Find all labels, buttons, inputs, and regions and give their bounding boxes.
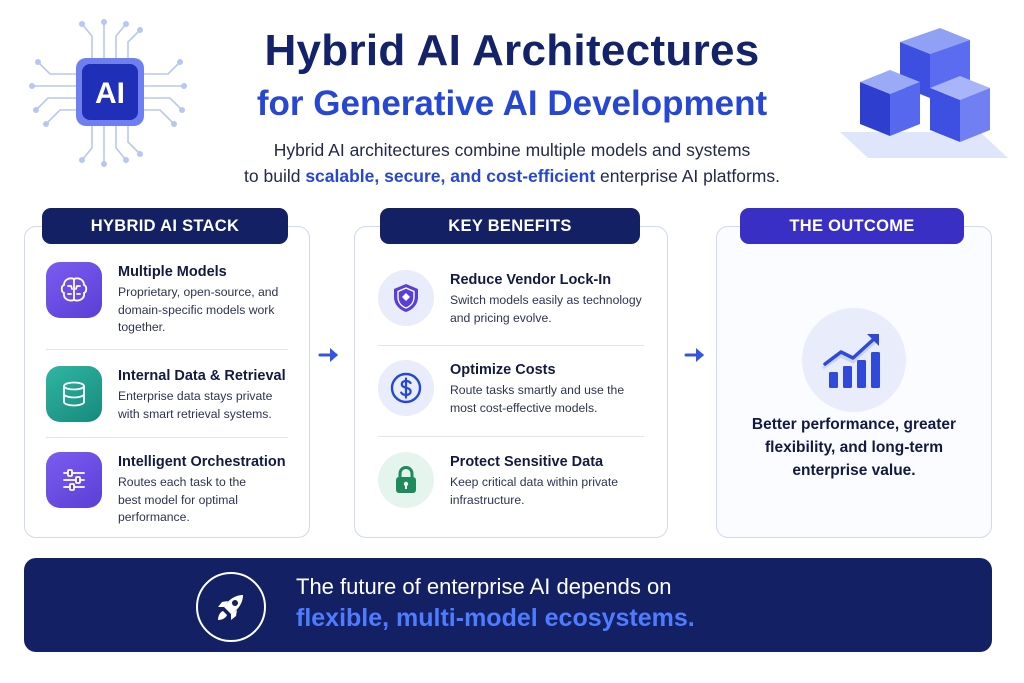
rocket-icon [196, 572, 266, 642]
item-description: Enterprise data stays private with smart… [118, 389, 273, 421]
item-title: Reduce Vendor Lock-In [450, 272, 612, 288]
item-title: Optimize Costs [450, 362, 556, 378]
item-description: Routes each task to the best model for o… [118, 475, 247, 524]
page-title: Hybrid AI Architectures [264, 26, 760, 75]
item-description: Switch models easily as technology and p… [450, 293, 642, 325]
shield-icon [378, 270, 434, 326]
page-subtitle-heading: for Generative AI Development [256, 84, 768, 123]
outcome-text: Better performance, greater flexibility,… [751, 416, 957, 479]
item-description: Keep critical data within private infras… [450, 475, 619, 507]
database-icon [46, 366, 102, 422]
item-title: Protect Sensitive Data [450, 454, 604, 470]
stack-item-orchestration: Intelligent Orchestration Routes each ta… [46, 452, 296, 532]
benefit-item-protect-data: Protect Sensitive Data Keep critical dat… [378, 452, 658, 512]
outcome-heading: THE OUTCOME [740, 208, 964, 244]
benefit-item-vendor-lock-in: Reduce Vendor Lock-In Switch models easi… [378, 270, 658, 330]
footer-line-1: The future of enterprise AI depends on [296, 574, 672, 599]
item-description: Route tasks smartly and use the most cos… [450, 383, 625, 415]
item-title: Internal Data & Retrieval [118, 368, 286, 384]
divider [378, 436, 644, 437]
ai-chip-icon [29, 19, 187, 167]
intro-line-2-post: enterprise AI platforms. [595, 166, 780, 186]
benefit-item-optimize-costs: Optimize Costs Route tasks smartly and u… [378, 360, 658, 420]
intro-line-2-pre: to build [244, 166, 306, 186]
arrow-right-icon [684, 348, 704, 362]
stack-item-multiple-models: Multiple Models Proprietary, open-source… [46, 262, 296, 342]
lock-icon [378, 452, 434, 508]
cubes-illustration [840, 28, 1008, 158]
footer-banner [24, 558, 992, 652]
divider [378, 345, 644, 346]
item-title: Multiple Models [118, 264, 227, 280]
growth-chart-icon [802, 308, 906, 412]
intro-highlight: scalable, secure, and cost-efficient [305, 166, 596, 186]
divider [46, 349, 288, 350]
divider [46, 437, 288, 438]
intro-text: Hybrid AI architectures combine multiple… [200, 137, 824, 189]
item-description: Proprietary, open-source, and domain-spe… [118, 285, 279, 334]
brain-icon [46, 262, 102, 318]
dollar-icon [378, 360, 434, 416]
stack-item-internal-data: Internal Data & Retrieval Enterprise dat… [46, 366, 296, 426]
intro-line-1: Hybrid AI architectures combine multiple… [273, 140, 751, 160]
hybrid-stack-heading: HYBRID AI STACK [42, 208, 288, 244]
item-title: Intelligent Orchestration [118, 454, 286, 470]
footer-line-2: flexible, multi-model ecosystems. [296, 604, 695, 632]
key-benefits-heading: KEY BENEFITS [380, 208, 640, 244]
ai-chip-label: AI [95, 77, 125, 110]
arrow-right-icon [318, 348, 338, 362]
sliders-icon [46, 452, 102, 508]
